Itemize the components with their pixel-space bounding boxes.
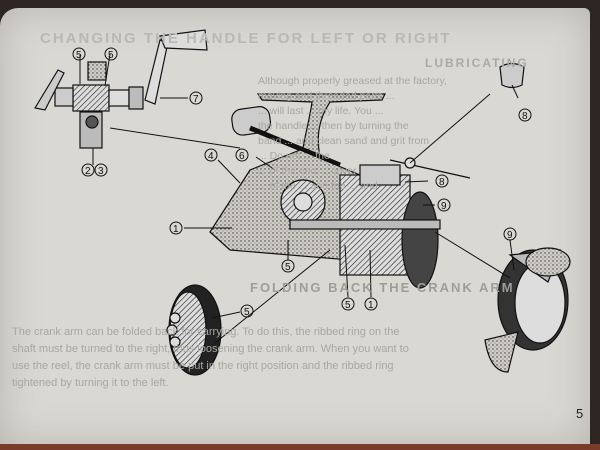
svg-text:5: 5	[244, 307, 250, 318]
text-line: ... Do not ... the	[258, 150, 330, 162]
callout-4: 4	[204, 148, 218, 162]
handle-assembly	[34, 29, 208, 149]
svg-text:6: 6	[239, 151, 245, 162]
manual-page: CHANGING THE HANDLE FOR LEFT OR RIGHT LU…	[0, 8, 590, 445]
svg-text:5: 5	[345, 300, 351, 311]
svg-text:8: 8	[522, 111, 528, 122]
callout-5: 5	[72, 47, 86, 61]
text-line: ... of the end ... cover	[258, 165, 357, 177]
callout-5: 5	[281, 259, 295, 273]
svg-text:9: 9	[441, 201, 447, 212]
svg-text:8: 8	[439, 177, 445, 188]
svg-text:9: 9	[507, 230, 513, 241]
text-line: ... of the ... and the ... and	[258, 180, 378, 192]
book-cover-edge	[0, 444, 600, 450]
text-line: shaft must be turned to the right, thus …	[12, 343, 409, 355]
callout-8: 8	[518, 108, 532, 122]
callout-labels: 5 5 7 2 3 4 6 1 5 5 1 8 8 9 9 5	[72, 47, 532, 318]
svg-text:1: 1	[368, 300, 374, 311]
callout-9: 9	[503, 227, 517, 241]
callout-1: 1	[364, 297, 378, 311]
text-line: moving and threaded parts ...	[258, 90, 395, 102]
svg-text:5: 5	[76, 50, 82, 61]
text-line: Although properly greased at the factory…	[258, 75, 447, 87]
lubricating-text: Although properly greased at the factory…	[258, 74, 447, 194]
heading-changing-handle: CHANGING THE HANDLE FOR LEFT OR RIGHT	[40, 30, 452, 47]
callout-1: 1	[169, 221, 183, 235]
spool-parts	[166, 62, 571, 376]
callout-9: 9	[437, 198, 451, 212]
callout-6: 6	[235, 148, 249, 162]
text-line: use the reel, the crank arm must be put …	[12, 360, 394, 372]
heading-lubricating: LUBRICATING	[425, 56, 529, 70]
text-line: the handle ... then by turning the	[258, 120, 409, 132]
callout-5: 5	[240, 304, 254, 318]
svg-text:1: 1	[173, 224, 179, 235]
reel-body	[209, 93, 471, 289]
callout-3: 3	[94, 163, 108, 177]
text-line: ... will last ... my life. You ...	[258, 105, 384, 117]
callout-7: 7	[189, 91, 203, 105]
callout-5: 5	[341, 297, 355, 311]
leader-lines	[79, 53, 519, 344]
page-number: 5	[576, 406, 584, 421]
heading-crank-arm: FOLDING BACK THE CRANK ARM	[250, 280, 515, 295]
svg-text:5: 5	[285, 262, 291, 273]
svg-text:5: 5	[108, 50, 114, 61]
svg-text:4: 4	[208, 151, 214, 162]
text-line: The crank arm can be folded back for car…	[12, 326, 400, 338]
svg-text:2: 2	[85, 166, 91, 177]
text-line: tightened by turning it to the left.	[12, 377, 169, 389]
callout-8: 8	[435, 174, 449, 188]
text-line: band ... and clean sand and grit from	[258, 135, 430, 147]
crank-arm-text: The crank arm can be folded back for car…	[12, 324, 409, 392]
callout-5: 5	[104, 47, 118, 61]
callout-2: 2	[81, 163, 95, 177]
svg-text:7: 7	[193, 94, 199, 105]
svg-text:3: 3	[98, 166, 104, 177]
